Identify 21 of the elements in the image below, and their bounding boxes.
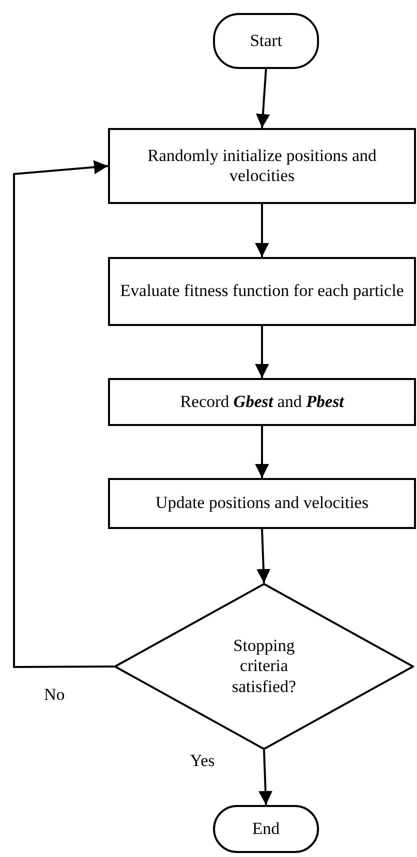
node-text: Stopping criteria satisfied? (230, 636, 298, 698)
process-box (108, 478, 416, 529)
terminal-shape (213, 13, 319, 69)
process-box (108, 257, 416, 326)
arrow (255, 326, 269, 378)
terminal-shape (213, 805, 319, 853)
node-text: Randomly initialize positions and velocities (146, 146, 378, 186)
decision-diamond (114, 583, 414, 750)
process-box (108, 378, 416, 426)
node-text: Start (248, 30, 284, 52)
process-box (108, 128, 416, 204)
arrow (256, 528, 270, 584)
arrow (13, 160, 114, 668)
node-text: End (251, 818, 281, 840)
arrow (255, 204, 269, 257)
node-text: Evaluate fitness function for each particle (119, 281, 405, 302)
arrow (258, 750, 272, 806)
arrow (256, 68, 270, 128)
node-text: Record Gbest and Pbest (179, 392, 346, 412)
node-text: Update positions and velocities (154, 493, 370, 514)
arrow (255, 426, 269, 478)
